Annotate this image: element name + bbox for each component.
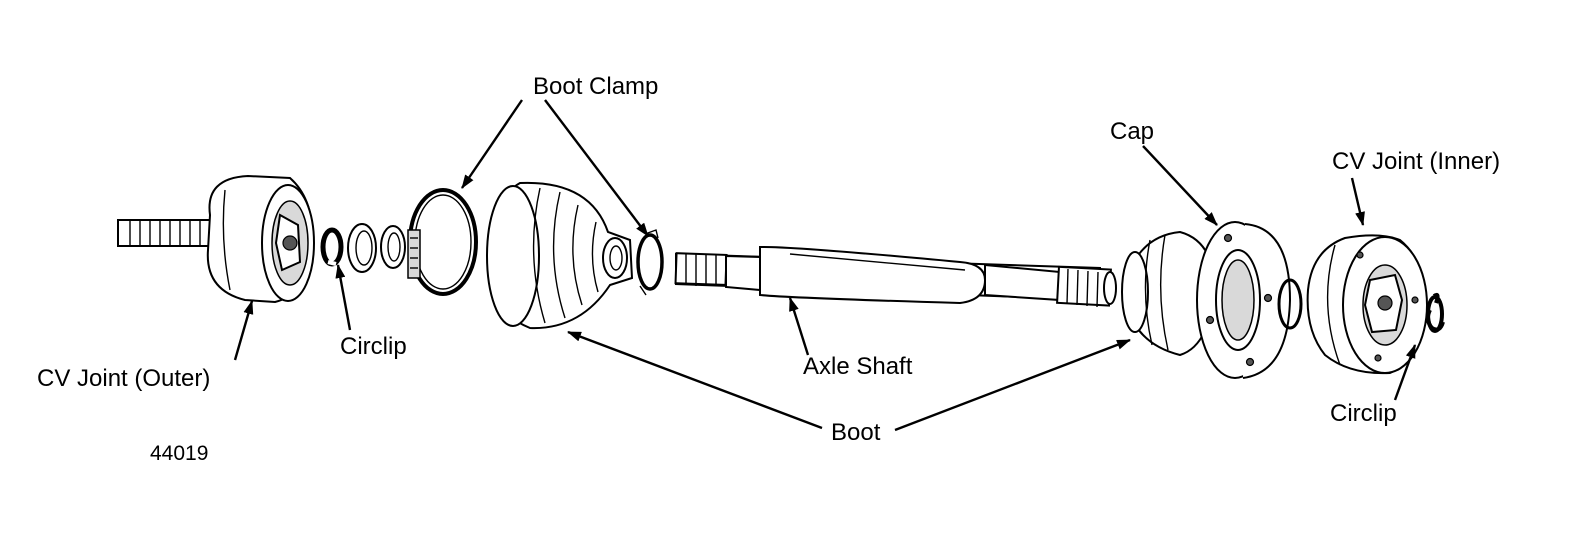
label-boot: Boot bbox=[831, 419, 881, 446]
boot-left bbox=[486, 181, 634, 330]
label-boot-clamp: Boot Clamp bbox=[533, 73, 659, 100]
label-cap: Cap bbox=[1110, 118, 1155, 145]
circlip-right bbox=[1425, 292, 1445, 333]
label-cv-joint-outer: CV Joint (Outer) bbox=[37, 365, 211, 392]
label-axle-shaft: Axle Shaft bbox=[803, 353, 913, 380]
cap-flange bbox=[1196, 221, 1292, 379]
label-circlip-right: Circlip bbox=[1330, 400, 1397, 427]
boot-clamp-large bbox=[407, 188, 478, 296]
label-cv-joint-inner: CV Joint (Inner) bbox=[1332, 148, 1501, 175]
boot-clamp-small bbox=[636, 229, 664, 296]
circlip-left bbox=[320, 227, 344, 267]
cv-joint-outer bbox=[117, 174, 315, 304]
ring-washers bbox=[347, 223, 406, 273]
axle-shaft bbox=[674, 245, 1117, 308]
label-circlip-left: Circlip bbox=[340, 333, 407, 360]
leader-lines bbox=[233, 99, 1417, 432]
cv-joint-inner bbox=[1306, 234, 1428, 375]
figure-number: 44019 bbox=[150, 442, 209, 465]
o-ring bbox=[1277, 278, 1303, 330]
